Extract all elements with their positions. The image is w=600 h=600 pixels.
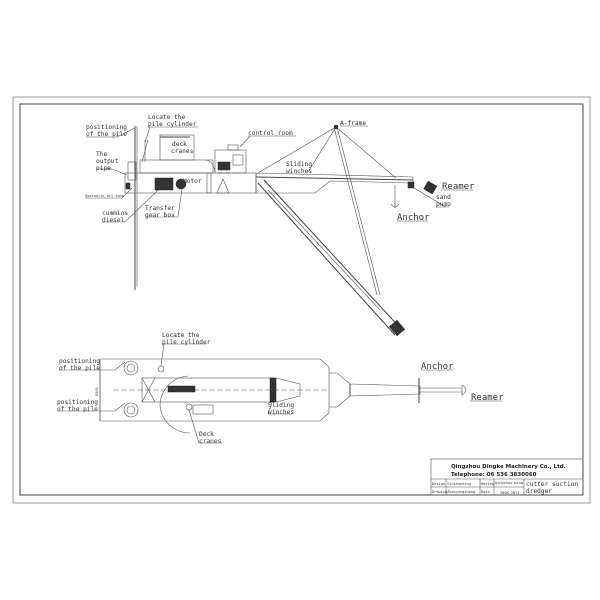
ladder-plan: [329, 372, 421, 408]
label-sand-pump-2: pump: [436, 201, 451, 208]
review-label: Review: [481, 482, 495, 486]
pile-top: [123, 360, 139, 376]
label-cummins-2: diesel: [102, 217, 125, 224]
ladder-pontoon: [255, 172, 414, 194]
date-label: Date: [481, 490, 490, 494]
label-plan-locate-1: Locate the: [162, 332, 200, 339]
label-transfer-1: Transfer: [145, 205, 175, 212]
label-anchor: Anchor: [397, 213, 430, 223]
gear-box: [175, 178, 187, 190]
label-plan-deck-cranes-2: cranes: [199, 438, 222, 445]
reamer-plan: [461, 384, 467, 396]
pile-bottom: [123, 402, 139, 418]
deck-crane-frame: [159, 134, 195, 161]
label-sliding-winches-2: winches: [286, 168, 312, 175]
reamer-head: [423, 180, 438, 195]
label-plan-sliding-2: winches: [268, 409, 294, 416]
label-reamer: Reamer: [442, 182, 475, 192]
label-output-pipe-1: The: [96, 151, 107, 158]
inner-frame: [19, 103, 584, 496]
label-plan-pile-bottom-2: of the pile: [57, 406, 98, 413]
label-plan-reamer: Reamer: [471, 393, 504, 403]
label-plan-pile-top-1: positioning: [59, 358, 100, 365]
label-pile-positioning-1: positioning: [86, 124, 127, 131]
label-plan-pile-top-2: of the pile: [59, 365, 100, 372]
label-cummins-1: cummins: [102, 210, 128, 217]
diesel-engine: [154, 177, 174, 191]
drawing-name: Zhaoyongzhang: [447, 490, 475, 494]
label-plan-pile-bottom-1: positioning: [57, 399, 98, 406]
telephone: Telephone: 06 536 3830060: [451, 472, 537, 478]
label-control-room: control room: [248, 130, 293, 137]
label-plan-sliding-1: Sliding: [268, 402, 294, 409]
label-sliding-winches-1: Sliding: [286, 161, 312, 168]
label-hydraulic-tank: Hydraulic oil tank: [85, 194, 125, 198]
label-a-frame: A-frame: [340, 120, 366, 127]
drawing-label: Drawing: [432, 490, 447, 494]
label-transfer-2: gear box: [145, 212, 175, 219]
label-plan-deck-cranes-1: Deck: [199, 431, 214, 438]
label-locate-cylinder-1: Locate the: [148, 114, 186, 121]
side-view: positioning of the pile Locate the pile …: [85, 114, 475, 337]
a-frame: [257, 124, 397, 296]
plan-view: Locate the pile cylinder positioning of …: [57, 332, 504, 445]
design-label: Design: [432, 482, 445, 486]
company-name: Qingzhou Dingke Machinery Co., Ltd.: [451, 464, 566, 470]
upper-deck-house: [139, 159, 214, 174]
label-sand-pump-1: sand: [436, 194, 451, 201]
sand-pump: [407, 181, 415, 189]
label-plan-anchor: Anchor: [421, 362, 454, 372]
pump-motor: [167, 385, 196, 393]
label-dimension: 6500: [95, 387, 99, 396]
label-deck-cranes-1: deck: [172, 141, 187, 148]
label-plan-locate-2: pile cylinder: [162, 339, 211, 346]
design-name: Yinshaneing: [447, 482, 471, 486]
cutter-ladder: [257, 179, 406, 337]
outer-frame: [12, 96, 591, 504]
review-name: Qingzhou ming: [495, 481, 523, 485]
anchor-icon: [390, 203, 400, 208]
label-output-pipe-3: pipe: [96, 165, 111, 172]
title-block: Qingzhou Dingke Machinery Co., Ltd. Tele…: [430, 458, 584, 496]
label-output-pipe-2: output: [96, 158, 119, 165]
label-pile-positioning-2: of the pile: [86, 131, 127, 138]
label-deck-cranes-2: cranes: [171, 148, 194, 155]
label-locate-cylinder-2: pile cylinder: [148, 121, 197, 128]
label-motor: Motor: [183, 178, 202, 185]
date-value: 2008.2011: [500, 491, 519, 495]
drawing-title-1: cutter suction: [526, 481, 578, 488]
drawing-title-2: dredger: [526, 488, 552, 495]
